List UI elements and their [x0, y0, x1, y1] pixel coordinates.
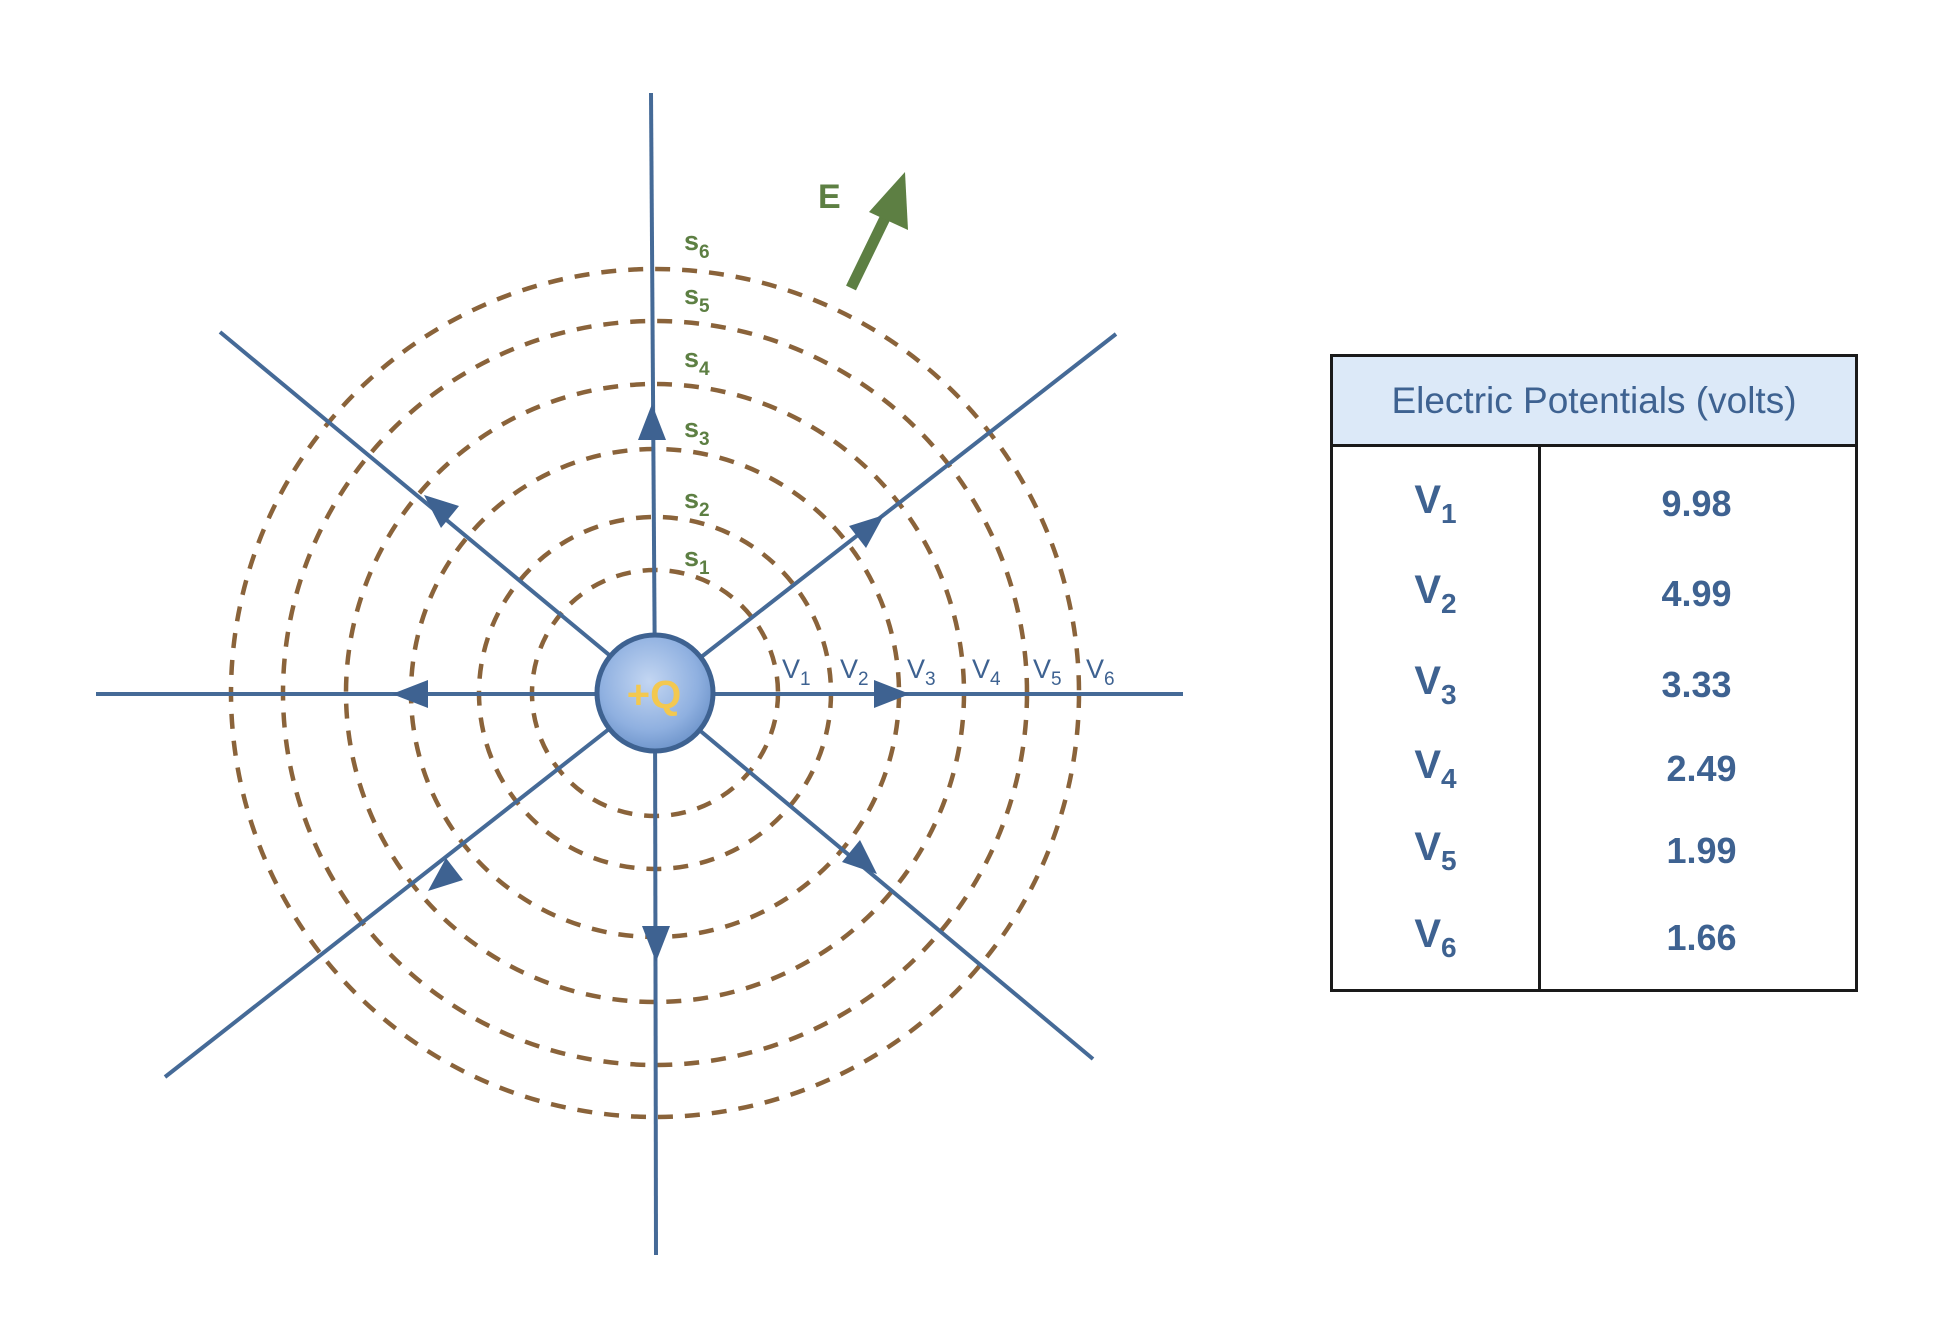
- potential-marker-v3: V3: [907, 654, 936, 690]
- potential-name: V3: [1414, 659, 1457, 710]
- potential-value: 1.99: [1666, 830, 1737, 871]
- potential-markers: V1 V2 V3 V4 V5 V6: [782, 654, 1115, 690]
- table-row: V1 9.98: [1333, 474, 1855, 534]
- arrow-lower-right-icon: [842, 840, 877, 874]
- potential-value: 4.99: [1661, 573, 1732, 614]
- potential-value: 2.49: [1666, 748, 1737, 789]
- surface-labels: s1 s2 s3 s4 s5 s6: [684, 226, 710, 579]
- potential-name: V6: [1414, 912, 1457, 963]
- surface-label-s2: s2: [684, 484, 710, 521]
- field-line-lower-right: [653, 691, 1095, 1061]
- field-line-lower-left: [163, 691, 657, 1079]
- potential-marker-v4: V4: [972, 654, 1001, 690]
- table-row: V3 3.33: [1333, 655, 1855, 715]
- surface-label-s4: s4: [684, 343, 710, 380]
- field-diagram: +Q E s1 s2 s3 s4 s5 s6 V1 V2 V3 V4 V5 V6: [96, 92, 1183, 1256]
- column-divider: [1538, 447, 1541, 989]
- potential-marker-v1: V1: [782, 654, 811, 690]
- table-body: V1 9.98 V2 4.99 V3 3.33 V4 2.49 V5 1.99 …: [1333, 447, 1855, 989]
- arrow-left-icon: [392, 680, 428, 708]
- potentials-table: Electric Potentials (volts) V1 9.98 V2 4…: [1330, 354, 1858, 992]
- e-arrow-shaft: [846, 215, 890, 291]
- arrow-right-icon: [874, 680, 910, 708]
- potential-value: 3.33: [1661, 664, 1732, 705]
- potential-name: V5: [1414, 825, 1457, 876]
- potential-value: 9.98: [1661, 483, 1732, 524]
- e-arrow-head-icon: [869, 172, 908, 230]
- table-title: Electric Potentials (volts): [1333, 357, 1855, 447]
- charge-circle: [594, 632, 716, 754]
- charge-label: +Q: [627, 673, 681, 717]
- field-line-down: [653, 692, 658, 1256]
- field-arrows: [392, 404, 910, 962]
- potential-name: V4: [1414, 743, 1457, 794]
- e-field-label: E: [818, 178, 841, 216]
- potential-name: V2: [1414, 568, 1457, 619]
- potential-marker-v6: V6: [1086, 654, 1115, 690]
- surface-label-s1: s1: [684, 542, 710, 579]
- field-line-up: [649, 92, 657, 694]
- arrow-down-icon: [642, 926, 670, 962]
- table-row: V2 4.99: [1333, 564, 1855, 624]
- potential-marker-v2: V2: [840, 654, 869, 690]
- arrow-up-icon: [638, 404, 666, 440]
- potential-value: 1.66: [1666, 917, 1737, 958]
- field-lines: [96, 92, 1183, 1256]
- e-field-indicator: E: [818, 172, 908, 291]
- surface-label-s6: s6: [684, 226, 710, 263]
- surface-label-s3: s3: [684, 413, 710, 450]
- table-row: V5 1.99: [1333, 821, 1855, 881]
- field-line-upper-right: [653, 332, 1118, 695]
- arrow-upper-right-icon: [849, 515, 884, 548]
- table-row: V4 2.49: [1333, 739, 1855, 799]
- arrow-lower-left-icon: [428, 858, 463, 891]
- potential-marker-v5: V5: [1033, 654, 1062, 690]
- arrow-upper-left-icon: [424, 495, 459, 528]
- table-row: V6 1.66: [1333, 908, 1855, 968]
- surface-label-s5: s5: [684, 280, 710, 317]
- potential-name: V1: [1414, 478, 1457, 529]
- point-charge: +Q: [594, 632, 716, 754]
